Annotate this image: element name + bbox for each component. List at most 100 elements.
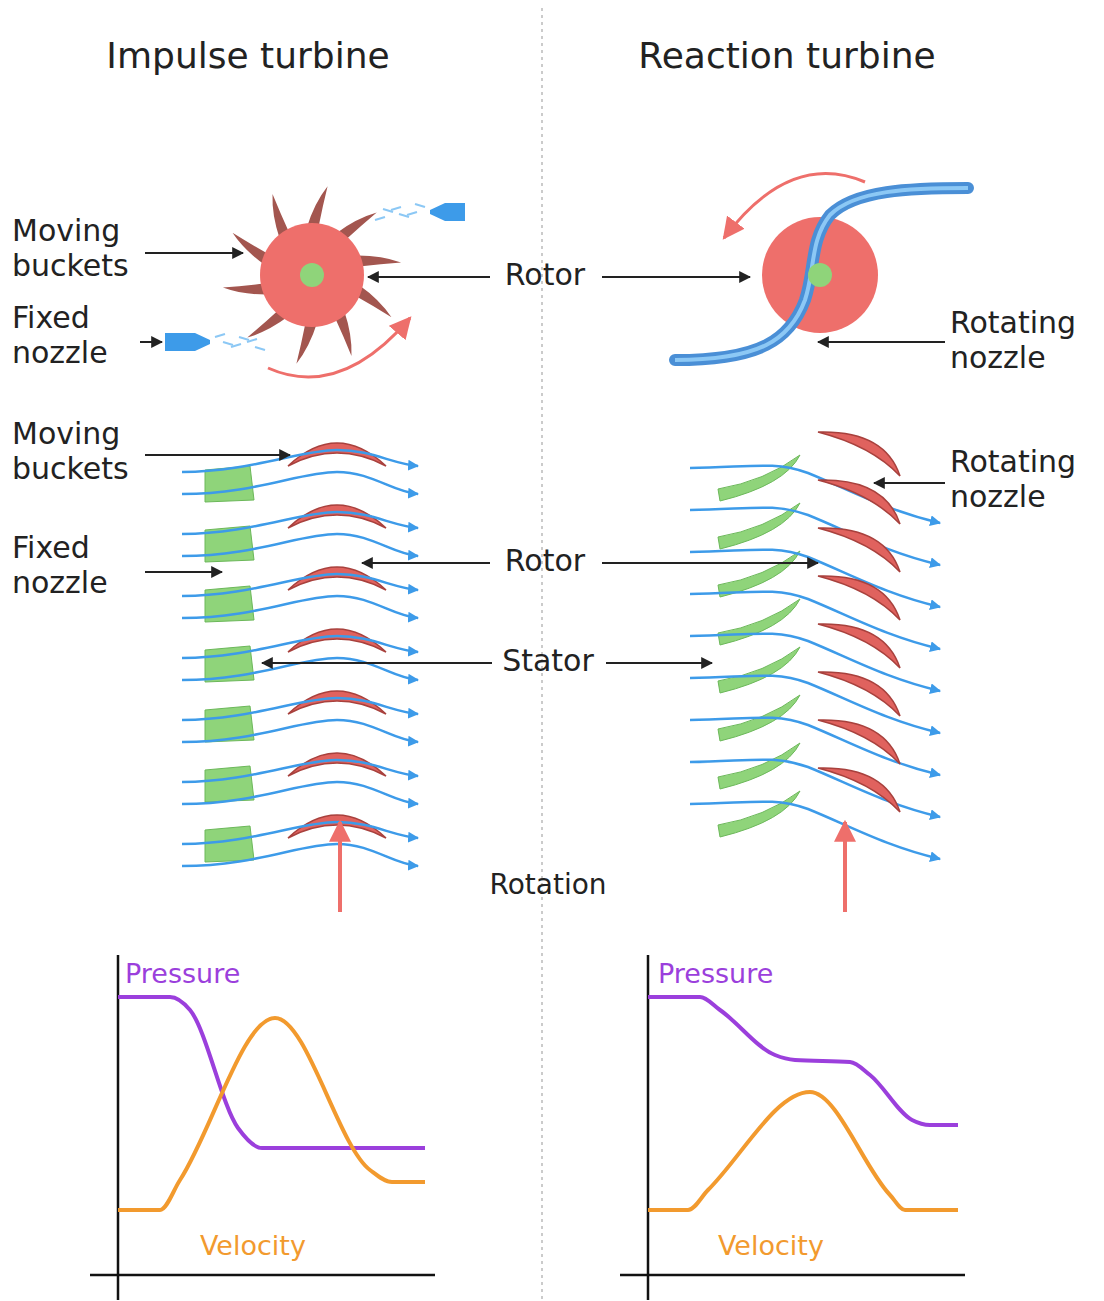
part-label: Rotor <box>490 544 600 579</box>
rotating-nozzle-pipe <box>675 188 968 360</box>
rotor-blade <box>818 672 900 716</box>
leader-line <box>818 341 945 343</box>
water-spray <box>375 217 385 220</box>
rotor-blade <box>818 528 900 572</box>
water-spray <box>399 214 409 217</box>
flow-line <box>690 718 940 775</box>
rotation-arrow <box>843 822 847 912</box>
part-label: Rotating nozzle <box>950 445 1100 514</box>
rotor-blade <box>818 576 900 620</box>
flow-line <box>182 512 418 534</box>
flow-line <box>690 760 940 817</box>
flow-line <box>182 534 418 556</box>
graph-axis <box>117 955 120 1300</box>
rotor-blade <box>818 480 900 524</box>
flow-line <box>182 574 418 596</box>
flow-line <box>690 550 940 607</box>
leader-line <box>362 562 490 564</box>
flow-line <box>182 596 418 618</box>
water-spray <box>231 344 241 347</box>
water-spray <box>383 209 393 212</box>
heading: Reaction turbine <box>597 35 977 76</box>
axis-label: Pressure <box>125 958 295 989</box>
rotating-nozzle-pipe <box>675 188 968 360</box>
stator-blade <box>718 791 800 837</box>
flow-line <box>690 676 940 733</box>
stator-blade <box>718 599 800 645</box>
rotor-blade <box>818 624 900 668</box>
water-spray <box>247 339 257 342</box>
fixed-nozzle-block <box>205 826 254 862</box>
shaft <box>300 263 324 287</box>
flow-line <box>182 636 418 658</box>
part-label: Fixed nozzle <box>12 301 162 370</box>
shaft <box>808 263 832 287</box>
flow-line <box>182 844 418 866</box>
leader-line <box>145 571 222 573</box>
stator-blade <box>718 647 800 693</box>
fixed-nozzle-symbol <box>430 203 465 221</box>
part-label: Fixed nozzle <box>12 531 162 600</box>
leader-line <box>262 662 492 664</box>
water-spray <box>391 207 401 210</box>
stator-blade <box>718 455 800 501</box>
rotor-blade <box>818 768 900 812</box>
rotor-blade <box>818 432 900 476</box>
stator-blade <box>718 551 800 597</box>
axis-label: Pressure <box>658 958 828 989</box>
flow-line <box>690 466 940 523</box>
flow-line <box>182 760 418 782</box>
flow-line <box>182 472 418 494</box>
graph-axis <box>620 1274 965 1277</box>
leader-line <box>145 454 290 456</box>
fixed-nozzle-block <box>205 766 254 802</box>
rotation-arrow <box>268 318 410 377</box>
flow-line <box>182 658 418 680</box>
water-spray <box>223 342 233 345</box>
motion-label: Rotation <box>463 869 633 901</box>
fixed-nozzle-symbol <box>165 333 210 351</box>
graph-axis <box>647 955 650 1300</box>
water-spray <box>215 334 225 337</box>
bucket-tooth <box>307 186 328 227</box>
axis-label: Velocity <box>718 1230 888 1261</box>
flow-line <box>690 508 940 565</box>
leader-line <box>145 252 243 254</box>
flow-line <box>690 802 940 859</box>
water-spray <box>415 204 425 207</box>
velocity-curve <box>118 1018 425 1210</box>
part-label: Moving buckets <box>12 417 162 486</box>
rotor-disc <box>260 223 364 327</box>
leader-line <box>140 341 162 343</box>
pressure-curve <box>648 997 958 1125</box>
flow-line <box>182 698 418 720</box>
flow-line <box>182 450 418 472</box>
part-label: Moving buckets <box>12 214 162 283</box>
water-spray <box>407 212 417 215</box>
stator-blade <box>718 743 800 789</box>
graph-axis <box>90 1274 435 1277</box>
heading: Impulse turbine <box>68 35 428 76</box>
drawing <box>90 8 968 1301</box>
bucket-tooth <box>296 323 317 364</box>
water-spray <box>239 337 249 340</box>
velocity-curve <box>648 1092 958 1210</box>
axis-label: Velocity <box>200 1230 370 1261</box>
flow-line <box>690 592 940 649</box>
leader-line <box>368 276 490 278</box>
leader-line <box>606 662 712 664</box>
flow-line <box>182 822 418 844</box>
leader-line <box>602 276 750 278</box>
flow-line <box>182 720 418 742</box>
part-label: Stator <box>488 644 608 679</box>
leader-line <box>874 482 945 484</box>
flow-line <box>182 782 418 804</box>
rotation-arrow <box>724 173 865 238</box>
flow-line <box>690 634 940 691</box>
part-label: Rotor <box>490 258 600 293</box>
rotor-blade <box>818 720 900 764</box>
rotation-arrow <box>338 822 342 912</box>
water-spray <box>255 347 265 350</box>
part-label: Rotating nozzle <box>950 306 1100 375</box>
